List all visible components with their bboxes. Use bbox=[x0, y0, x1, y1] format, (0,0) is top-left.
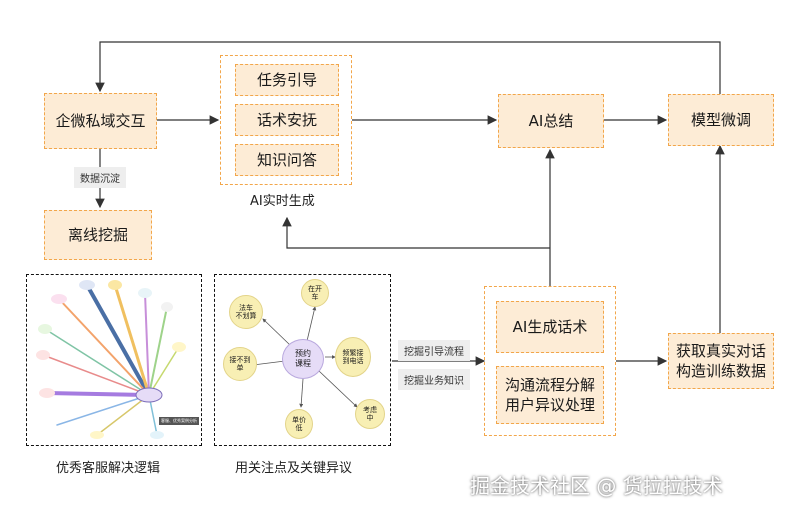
label-mine-guide-flow: 挖掘引导流程 bbox=[398, 340, 470, 361]
panel-mini-tag: 客服、优秀案例分析 bbox=[159, 417, 199, 425]
service-logic-sketch bbox=[36, 280, 186, 439]
node-real-dialog-line2: 构造训练数据 bbox=[675, 362, 766, 380]
focus-points-connectors bbox=[252, 306, 358, 408]
bubble-3: 接不到 单 bbox=[223, 347, 257, 381]
group-realtime-generation bbox=[220, 55, 352, 185]
label-realtime-generation: AI实时生成 bbox=[250, 194, 315, 209]
edge-aigen-to-realtime bbox=[282, 216, 550, 249]
node-flow-decompose-line2: 用户异议处理 bbox=[504, 396, 595, 414]
node-flow-decompose-line1: 沟通流程分解 bbox=[504, 375, 595, 394]
watermark: 掘金技术社区 @ 货拉拉技术 bbox=[470, 474, 723, 498]
bubble-6: 单价 低 bbox=[285, 409, 313, 439]
bubble-5: 考虑 中 bbox=[355, 399, 385, 429]
node-enterprise-interaction: 企微私域交互 bbox=[44, 93, 157, 149]
label-service-logic: 优秀客服解决逻辑 bbox=[56, 461, 161, 476]
node-knowledge-qa: 知识问答 bbox=[235, 144, 339, 176]
bubble-2: 在开 车 bbox=[301, 279, 329, 307]
node-real-dialog: 获取真实对话 构造训练数据 bbox=[668, 333, 774, 389]
node-flow-decompose: 沟通流程分解 用户异议处理 bbox=[496, 366, 604, 424]
node-offline-mining: 离线挖掘 bbox=[44, 210, 152, 260]
node-ai-summary: AI总结 bbox=[498, 94, 604, 148]
label-data-sink: 数据沉淀 bbox=[74, 167, 126, 188]
node-task-guide: 任务引导 bbox=[235, 64, 339, 96]
panel-focus-points: 预约 课程 法车 不划算 在开 车 接不到 单 频繁接 到电话 考虑 中 单价 … bbox=[214, 274, 391, 446]
label-focus-points: 用关注点及关键异议 bbox=[235, 461, 353, 476]
node-ai-gen-script: AI生成话术 bbox=[496, 301, 604, 353]
node-script-soothe: 话术安抚 bbox=[235, 104, 339, 136]
bubble-center: 预约 课程 bbox=[282, 339, 324, 379]
bubble-1: 法车 不划算 bbox=[229, 295, 263, 329]
node-real-dialog-line1: 获取真实对话 bbox=[675, 341, 766, 360]
panel-service-logic: 客服、优秀案例分析 bbox=[26, 274, 202, 446]
edge-finetune-to-enterprise bbox=[95, 41, 721, 94]
node-model-finetune: 模型微调 bbox=[668, 94, 774, 146]
label-mine-business-knowledge: 挖掘业务知识 bbox=[398, 369, 470, 390]
group-ai-generation bbox=[484, 286, 616, 436]
bubble-4: 频繁接 到电话 bbox=[335, 337, 371, 377]
